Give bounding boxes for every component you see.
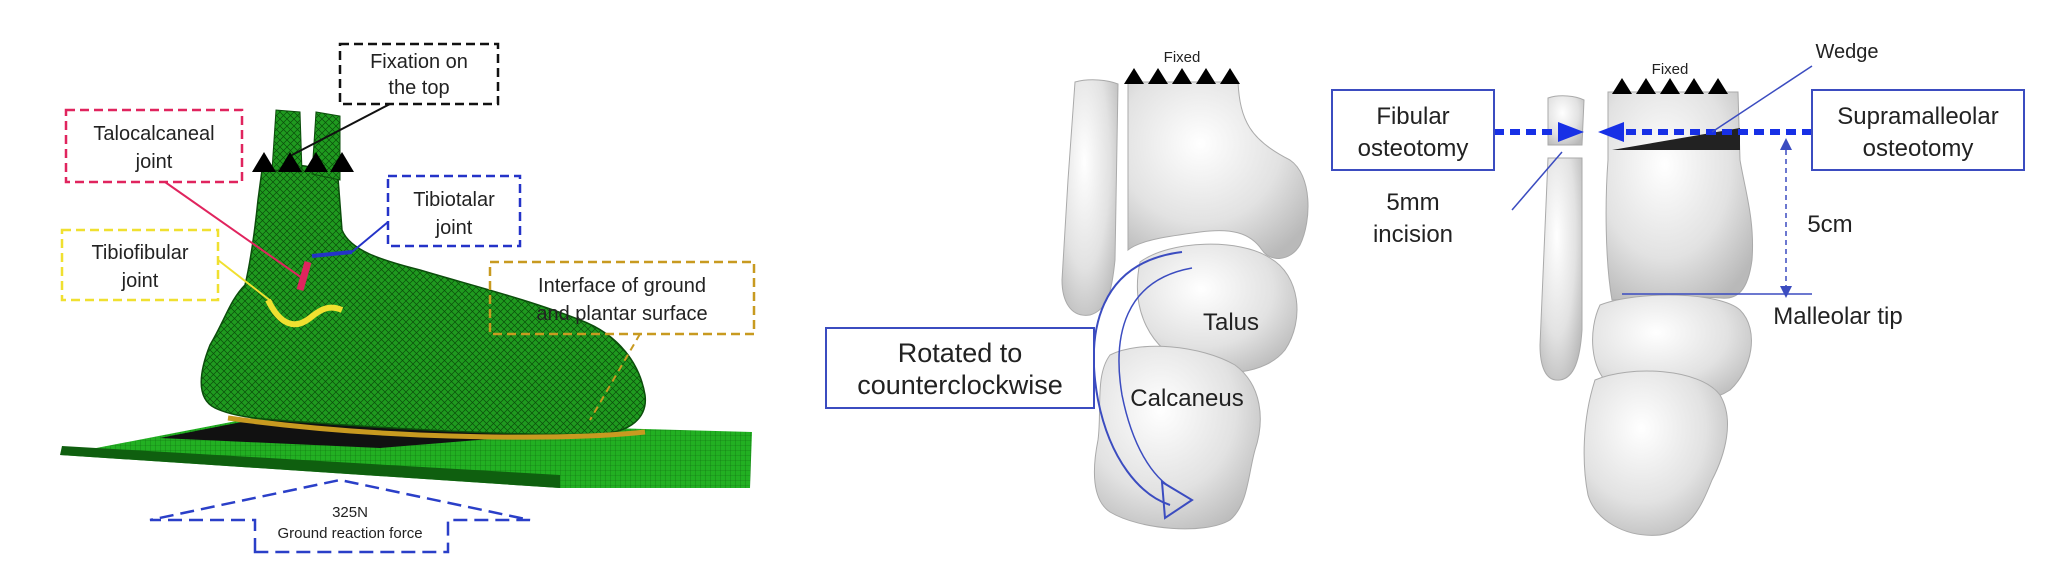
panel2-fixed-label: Fixed — [1164, 49, 1201, 66]
panel3-fixed-label: Fixed — [1652, 61, 1689, 78]
rotation-arrowhead — [1160, 480, 1194, 520]
tibia-bone — [1127, 81, 1309, 259]
interface-label-1: Interface of ground — [538, 275, 706, 297]
osteotomy-tibia — [1605, 91, 1754, 301]
calcaneus-label: Calcaneus — [1130, 385, 1243, 412]
talus-label: Talus — [1203, 309, 1259, 336]
rotated-label-2: counterclockwise — [857, 370, 1063, 400]
panel-foot-model: Fixation on the top Talocalcaneal joint … — [60, 42, 756, 554]
tibiotalar-joint-mark — [311, 250, 353, 258]
rotation-arrow-outer — [1118, 267, 1193, 491]
supramalleolar-osteotomy-arrowhead — [1598, 122, 1624, 142]
rotation-arrow — [1092, 251, 1183, 506]
incision-label-2: incision — [1373, 221, 1453, 248]
malleolar-tip-label: Malleolar tip — [1773, 303, 1902, 330]
tibiotalar-label-1: Tibiotalar — [413, 189, 495, 211]
distance-label: 5cm — [1807, 211, 1852, 238]
supramalleolar-label-1: Supramalleolar — [1837, 103, 1998, 130]
osteotomy-fixed-triangles — [1612, 78, 1728, 94]
fibular-osteotomy-label-2: osteotomy — [1358, 135, 1469, 162]
supramalleolar-box — [1811, 89, 2025, 171]
tibiofibular-box — [60, 228, 220, 302]
panel-osteotomy: Fixed Wedge Fibular osteotomy Supramalle… — [1331, 41, 2025, 536]
tibiofibular-label-1: Tibiofibular — [91, 242, 188, 264]
supramalleolar-label-2: osteotomy — [1863, 135, 1974, 162]
fibular-osteotomy-label-1: Fibular — [1376, 103, 1449, 130]
fibular-osteotomy-box — [1331, 89, 1495, 171]
incision-label-1: 5mm — [1386, 189, 1439, 216]
tibiofibular-joint-curve — [265, 298, 344, 328]
tibiofibular-label-2: joint — [121, 270, 159, 292]
fibula-lower — [1539, 157, 1583, 381]
rotated-box — [825, 327, 1095, 409]
fixation-box — [338, 42, 500, 106]
fixation-triangles — [252, 152, 354, 172]
fibular-osteotomy-arrowhead — [1558, 122, 1584, 142]
force-description-label: Ground reaction force — [277, 525, 422, 542]
talocalcaneal-label-1: Talocalcaneal — [93, 123, 214, 145]
fibula-bone — [1061, 79, 1119, 316]
tibiotalar-box — [386, 174, 522, 248]
force-value-label: 325N — [332, 504, 368, 521]
tibiotalar-label-2: joint — [435, 217, 473, 239]
panel-ankle-rotation: Fixed Talus Calcaneus Rotated to counter… — [825, 49, 1309, 530]
fixation-label-2: the top — [388, 77, 449, 99]
osteotomy-calcaneus — [1583, 370, 1728, 536]
interface-box — [488, 260, 756, 336]
fixed-triangles — [1124, 68, 1240, 84]
talus-bone — [1136, 243, 1298, 374]
fixation-label-1: Fixation on — [370, 51, 468, 73]
interface-line — [227, 415, 646, 440]
ground-reaction-force-arrow: 325N Ground reaction force — [149, 478, 531, 554]
talocalcaneal-label-2: joint — [135, 151, 173, 173]
rotated-label-1: Rotated to — [898, 338, 1023, 368]
wedge-label: Wedge — [1815, 41, 1878, 63]
talocalcaneal-box — [64, 108, 244, 184]
interface-label-2: and plantar surface — [536, 303, 707, 325]
talocalcaneal-joint-mark — [296, 261, 312, 291]
